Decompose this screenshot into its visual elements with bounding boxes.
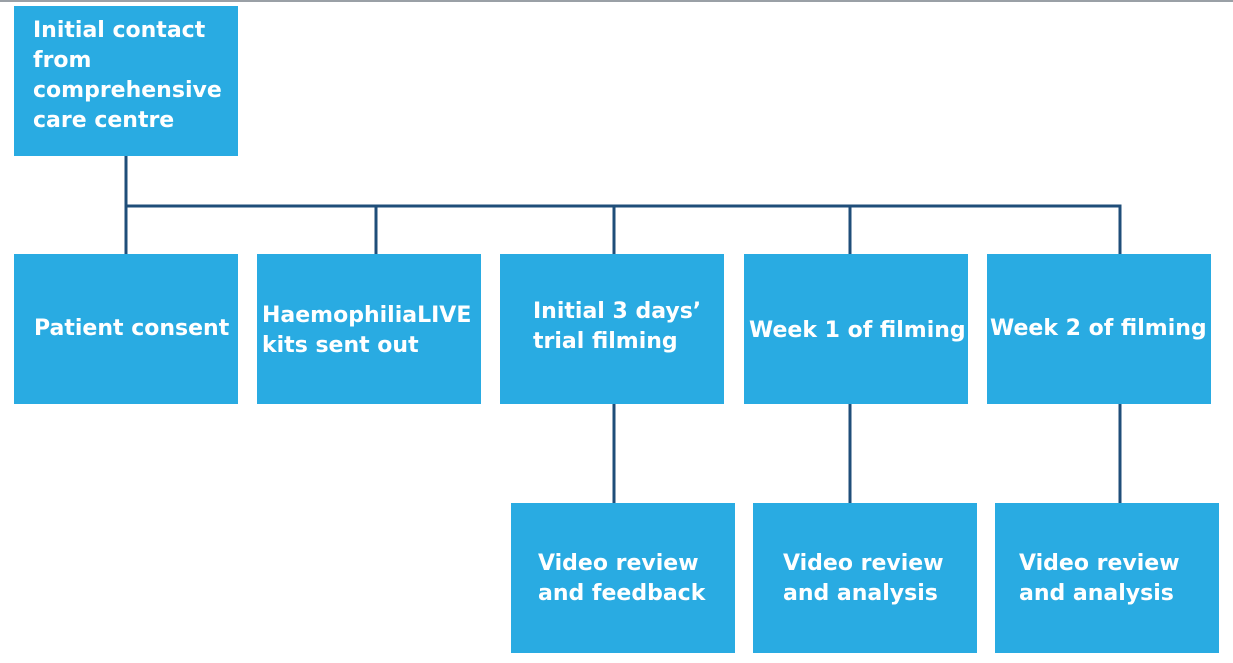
node-text-line: and feedback [538,581,706,606]
node-video-review-analysis-week-2: Video review and analysis [995,503,1219,653]
node-text-line: trial filming [533,329,678,354]
node-text-line: Week 2 of filming [990,316,1207,341]
node-text-line: Patient consent [34,316,230,341]
node-week-1-filming: Week 1 of filming [744,254,968,404]
node-week-2-filming: Week 2 of filming [987,254,1211,404]
node-text-line: Video review [1019,551,1180,576]
node-video-review-analysis-week-1: Video review and analysis [753,503,977,653]
node-text-line: Initial contact [33,18,206,43]
top-rule [0,0,1233,2]
node-trial-filming: Initial 3 days’ trial filming [500,254,724,404]
node-video-review-feedback: Video review and feedback [511,503,735,653]
node-text-line: kits sent out [262,333,419,358]
node-text-line: from [33,48,92,73]
node-text-line: HaemophiliaLIVE [262,303,472,328]
node-kits-sent-out: HaemophiliaLIVE kits sent out [257,254,481,404]
node-initial-contact: Initial contact from comprehensive care … [14,6,238,156]
node-text-line: Week 1 of filming [749,318,966,343]
node-text-line: Video review [783,551,944,576]
node-text-line: and analysis [783,581,938,606]
node-text-line: care centre [33,108,175,133]
node-text-line: Initial 3 days’ [533,299,702,324]
node-text-line: and analysis [1019,581,1174,606]
node-text-line: comprehensive [33,78,222,103]
node-text-line: Video review [538,551,699,576]
node-patient-consent: Patient consent [14,254,238,404]
